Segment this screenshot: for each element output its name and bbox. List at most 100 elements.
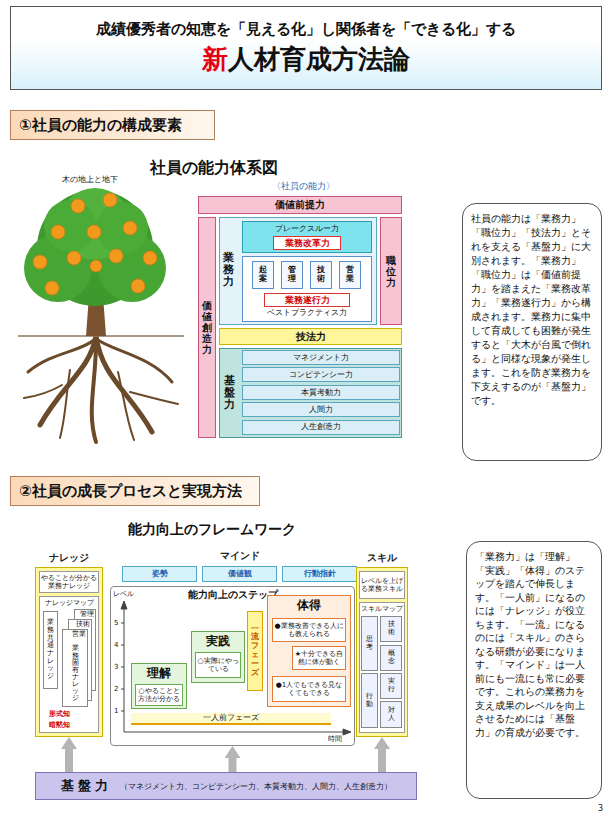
task-box: 営業 xyxy=(339,261,361,289)
ability-band: 価値前提力 xyxy=(198,196,402,214)
step-frame: 能力向上のステップ理解○やることと方法が分かる実践○実際にやっている体得●業務改… xyxy=(110,586,355,746)
callout: 「業務力」は「理解」「実践」「体得」のステップを踏んで伸長します。「一人前」にな… xyxy=(466,541,602,799)
ability-band: 人生創造力 xyxy=(242,420,400,435)
phase-band: 一人前フェーズ xyxy=(131,713,331,725)
node-text: 人間力 xyxy=(309,405,333,415)
node-text: 価値観 xyxy=(228,569,252,579)
document: 管理 xyxy=(74,609,96,691)
node-text: 「業務力」は「理解」「実践」「体得」のステップを踏んで伸長します。「一人前」にな… xyxy=(475,550,593,739)
node-text: 基盤力 xyxy=(61,778,112,794)
node-text: （マネジメント力、コンピテンシー力、本質考動力、人間力、人生創造力） xyxy=(120,782,392,791)
node-text: 行動 xyxy=(366,693,373,708)
section-header: ②社員の成長プロセスと実現方法 xyxy=(10,476,260,506)
fruit xyxy=(131,279,145,293)
root xyxy=(98,340,172,382)
title-box: 成績優秀者の知恵を「見える化」し関係者を「できる化」する新人材育成方法論 xyxy=(10,6,602,90)
axis-label: 時間 xyxy=(328,735,342,743)
axis-tick xyxy=(121,689,124,690)
fruit xyxy=(109,249,123,263)
node-text: 管理 xyxy=(288,266,296,284)
node-text: 行動指針 xyxy=(304,569,336,579)
group-caption: 〈社員の能力〉 xyxy=(272,181,335,192)
ability-box: 業務遂行力 xyxy=(264,293,350,307)
phase-band: 一流フェーズ xyxy=(247,611,263,691)
axis-line xyxy=(124,732,346,733)
mind-band: 価値観 xyxy=(202,566,277,582)
fruit xyxy=(45,281,59,295)
figure-note: 木の地上と地下 xyxy=(62,175,118,185)
fruit xyxy=(87,225,101,239)
node-text: 価値創造力 xyxy=(202,300,212,355)
axis-head xyxy=(343,729,351,735)
ability-group: 基盤力マネジメント力コンピテンシー力本質考動力人間力人生創造力 xyxy=(219,348,402,438)
node-text: 業務力 xyxy=(223,252,234,288)
node-text: 一人前フェーズ xyxy=(203,713,259,723)
fruit xyxy=(51,225,65,239)
node-text: スキルマップ xyxy=(360,605,404,613)
step-box: 理解○やることと方法が分かる xyxy=(131,663,187,709)
node-text: 形式知 xyxy=(49,710,70,718)
ability-band: 本質考動力 xyxy=(242,385,400,400)
skill-cell: 実行 xyxy=(380,673,402,699)
node-text: マネジメント力 xyxy=(293,353,349,363)
node-text: コンピテンシー力 xyxy=(289,370,353,380)
node-text: ベストプラクティス力 xyxy=(243,308,371,318)
diagram-title: 能力向上のフレームワーク xyxy=(128,521,296,538)
ability-band: 技法力 xyxy=(219,328,402,345)
mind-group: マインド姿勢価値観行動指針 xyxy=(122,566,357,582)
tree-roots xyxy=(24,336,178,442)
skill-cell: 行動 xyxy=(361,673,378,728)
ability-box: ブレークスルー力業務改革力 xyxy=(242,221,372,253)
node-text: 技術 xyxy=(317,266,325,284)
fruit xyxy=(33,255,47,269)
node-text: ○実際にやっている xyxy=(196,657,240,673)
fruit xyxy=(67,251,81,265)
node-text: ナレッジマップ xyxy=(40,599,98,607)
axis-tick xyxy=(121,623,124,624)
step-note: ○実際にやっている xyxy=(195,652,241,678)
root xyxy=(60,370,70,438)
axis-tick xyxy=(121,645,124,646)
callout: 社員の能力は「業務力」「職位力」「技法力」とそれを支える「基盤力」に大別されます… xyxy=(462,203,602,461)
fruit xyxy=(143,251,157,265)
ability-band: 人間力 xyxy=(242,402,400,417)
skill-cell: 技術 xyxy=(380,616,402,642)
node-text: 概念 xyxy=(388,650,395,665)
ability-band: マネジメント力 xyxy=(242,350,400,365)
step-box: 実践○実際にやっている xyxy=(191,631,245,683)
node-text: ●1人でもできる見なくてもできる xyxy=(273,681,345,697)
document: 技術 xyxy=(68,619,92,701)
node-text: 価値前提力 xyxy=(275,199,325,211)
node-text: 業務改革力 xyxy=(285,238,330,248)
node-text: 業務遂行力 xyxy=(285,295,330,305)
support-arrow xyxy=(378,749,386,772)
document-body: 業務固有ナレッジ xyxy=(69,644,81,704)
step-note: ●1人でもできる見なくてもできる xyxy=(272,676,346,702)
skill-cell: 思考 xyxy=(361,616,378,671)
node-text: 人生創造力 xyxy=(301,422,341,432)
node-text: 能力向上のステップ xyxy=(111,589,354,601)
tree-fruits xyxy=(33,193,157,295)
root xyxy=(92,336,96,442)
node-text: 新 xyxy=(202,44,228,75)
step-box: 体得●業務改善できる人にも教えられる★十分できる自然に体が動く●1人でもできる見… xyxy=(267,595,351,707)
node-text: レベルを上げる業務スキル xyxy=(360,577,404,593)
task-box: 技術 xyxy=(310,261,332,289)
fruit xyxy=(71,199,85,213)
axis-tick xyxy=(121,667,124,668)
skill-map: スキルマップ思考行動 技術概念実行対人 xyxy=(359,602,405,733)
skill-cell: 対人 xyxy=(380,701,402,728)
node-text: 本質考動力 xyxy=(301,388,341,398)
knowledge-column: ナレッジやることが分かる業務ナレッジナレッジマップ管理技術営業業務固有ナレッジ業… xyxy=(35,567,103,737)
document: 営業業務固有ナレッジ xyxy=(62,629,88,707)
axis-number: 3 xyxy=(114,663,118,671)
node-text: 一流フェーズ xyxy=(251,625,259,678)
page-number: 3 xyxy=(598,804,603,814)
ability-column: 価値創造力 xyxy=(198,217,216,438)
ability-group: 業務力ブレークスルー力業務改革力ベストプラクティス力起案管理技術営業業務遂行力 xyxy=(219,217,377,325)
section-header: ①社員の能力の構成要素 xyxy=(10,110,215,140)
axis-number: 5 xyxy=(114,619,118,627)
node-text: ②社員の成長プロセスと実現方法 xyxy=(19,482,242,500)
